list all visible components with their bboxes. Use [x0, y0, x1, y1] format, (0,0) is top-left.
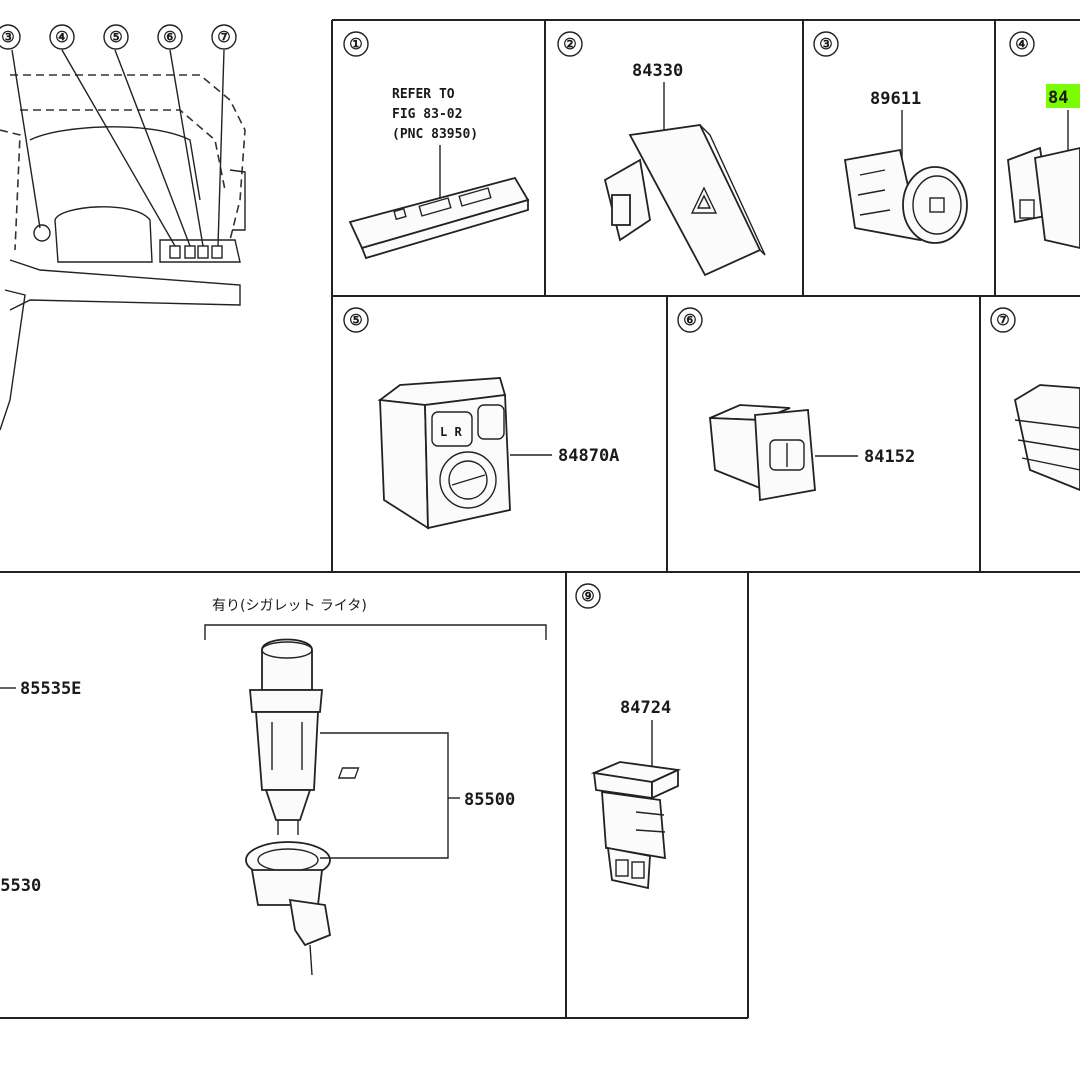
- panel-9: ⑨ 84724: [337, 583, 682, 890]
- panel-number: ④: [1015, 35, 1028, 53]
- panel-number: ⑤: [349, 311, 362, 329]
- reference-text: REFER TO: [392, 87, 455, 102]
- part-number: 84870A: [558, 446, 619, 466]
- callout-row: ③ ④ ⑤ ⑥ ⑦: [0, 24, 237, 50]
- svg-text:L R: L R: [440, 425, 462, 439]
- panel-number: ①: [349, 35, 362, 53]
- switch-symbol-icon: [337, 767, 360, 779]
- panel-3: ③ 89611: [813, 31, 968, 244]
- part-number: 89611: [870, 89, 921, 109]
- switch-part: [754, 409, 816, 502]
- part-number: 85530: [0, 876, 41, 896]
- callout-3: ③: [1, 28, 14, 46]
- part-number: 84152: [864, 447, 915, 467]
- panel-5: ⑤ L R 84870A: [343, 307, 619, 530]
- part-number-highlighted: 84: [1048, 88, 1068, 108]
- callout-6: ⑥: [163, 28, 176, 46]
- panel-4: ④ 84: [1007, 31, 1080, 249]
- part-number: 85500: [464, 790, 515, 810]
- connector-part: [1013, 384, 1080, 491]
- panel-grid: [0, 19, 1080, 1019]
- panel-7: ⑦: [990, 307, 1080, 491]
- callout-4: ④: [55, 28, 68, 46]
- panel-1: ① REFER TO FIG 83-02 (PNC 83950): [343, 31, 530, 260]
- dashboard-overview: [0, 49, 246, 431]
- panel-2: ② 84330: [557, 31, 766, 277]
- callout-5: ⑤: [109, 28, 122, 46]
- part-number: 84330: [632, 61, 683, 81]
- reference-text: (PNC 83950): [392, 127, 478, 142]
- panel-6: ⑥ 84152: [677, 307, 915, 502]
- button-symbol-icon: [929, 197, 945, 213]
- lighter-header: 有り(シガレット ライタ): [212, 598, 367, 614]
- hazard-triangle-icon: [690, 186, 718, 214]
- reference-text: FIG 83-02: [392, 107, 462, 122]
- lighter-plug-part: [261, 638, 313, 691]
- part-number: 85535E: [20, 679, 81, 699]
- panel-number: ⑨: [581, 587, 594, 605]
- part-number: 84724: [620, 698, 671, 718]
- highlight-marker: [1046, 84, 1080, 108]
- panel-number: ③: [819, 35, 832, 53]
- panel-number: ⑥: [683, 311, 696, 329]
- switch-part: [1034, 147, 1080, 249]
- panel-number: ⑦: [996, 311, 1009, 329]
- callout-7: ⑦: [217, 28, 230, 46]
- lighter-section: 有り(シガレット ライタ) 85500 85535E 85530: [0, 598, 547, 976]
- panel-number: ②: [563, 35, 576, 53]
- lighter-socket-part: [255, 711, 319, 791]
